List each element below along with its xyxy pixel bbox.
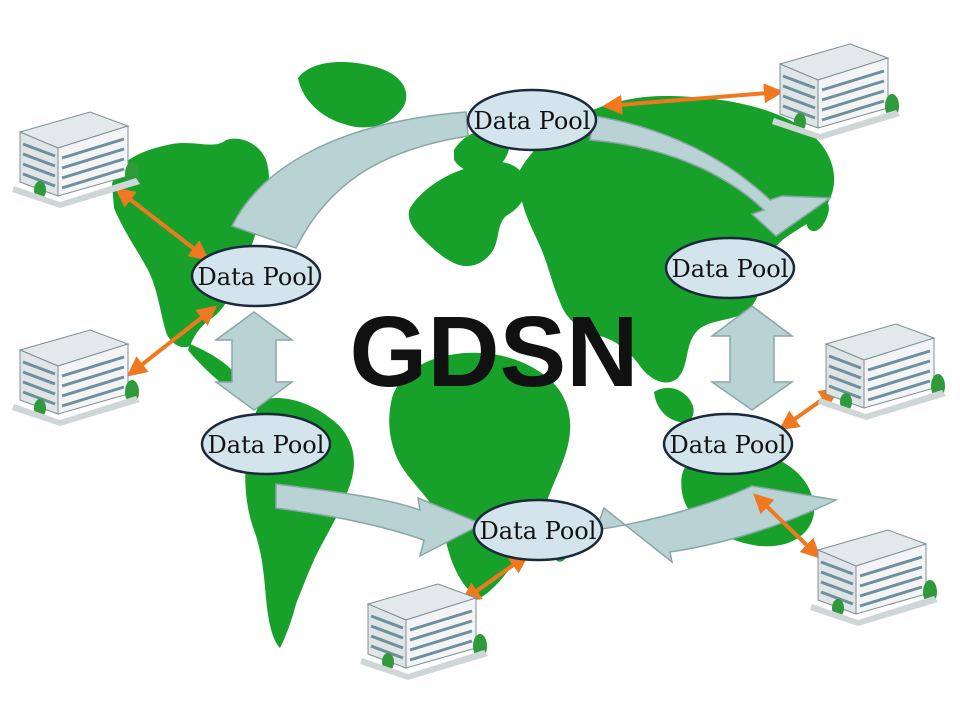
data-pool-right-lower: Data Pool <box>662 412 794 476</box>
gdsn-title: GDSN <box>350 296 639 408</box>
flow-arrow-top-right <box>589 115 833 237</box>
asia-landmass <box>520 96 835 383</box>
europe-landmass <box>408 161 527 267</box>
office-building-icon <box>808 528 940 628</box>
flow-arrows <box>213 111 839 564</box>
data-pool-left-upper: Data Pool <box>190 244 322 308</box>
office-building-icon <box>770 42 902 142</box>
link-bottom-building <box>460 553 530 603</box>
link-bottom-right-building <box>753 493 821 559</box>
data-pool-left-lower: Data Pool <box>200 412 332 476</box>
link-top-right-building <box>602 83 784 115</box>
data-pool-label: Data Pool <box>672 255 789 283</box>
data-pool-label: Data Pool <box>670 431 787 459</box>
link-left-lower-building <box>126 305 218 377</box>
link-left-upper-building <box>114 187 210 261</box>
greenland-landmass <box>298 62 407 128</box>
orange-links <box>114 83 840 603</box>
data-pool-bottom: Data Pool <box>472 498 604 562</box>
data-pool-label: Data Pool <box>474 107 591 135</box>
flow-arrow-top-left <box>230 111 469 249</box>
flow-arrow-left-vertical <box>213 311 295 411</box>
data-pool-label: Data Pool <box>208 431 325 459</box>
link-right-lower-building <box>778 387 840 431</box>
flow-arrow-bottom-left <box>275 483 484 558</box>
data-pools: Data Pool Data Pool Data Pool Data Pool … <box>190 88 796 562</box>
data-pool-top: Data Pool <box>466 88 598 152</box>
flow-arrow-right-vertical <box>709 305 795 411</box>
office-building-icon <box>358 582 490 682</box>
office-building-icon <box>10 328 142 428</box>
data-pool-label: Data Pool <box>198 263 315 291</box>
southeast-asia-landmass <box>654 387 694 423</box>
data-pool-right-upper: Data Pool <box>664 236 796 300</box>
data-pool-label: Data Pool <box>480 517 597 545</box>
office-building-icon <box>816 322 948 422</box>
